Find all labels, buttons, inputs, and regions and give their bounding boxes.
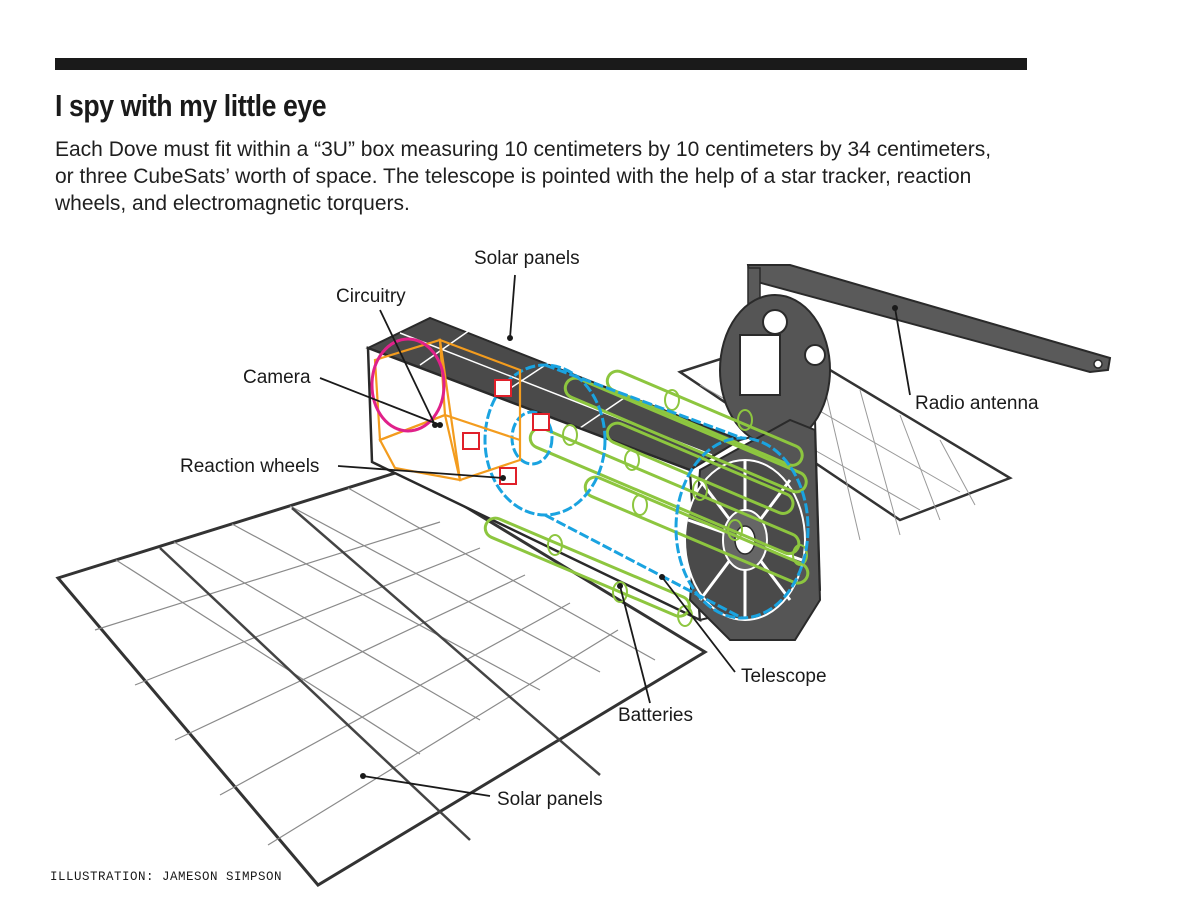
hinge-plate — [719, 294, 831, 446]
label-telescope: Telescope — [741, 666, 827, 687]
telescope — [483, 363, 810, 620]
solar-panel-front — [55, 468, 708, 887]
leader-lines — [319, 274, 911, 797]
label-batteries: Batteries — [618, 705, 693, 726]
label-camera: Camera — [243, 367, 311, 388]
label-solar-panels-top: Solar panels — [474, 248, 580, 269]
illustration-credit: ILLUSTRATION: JAMESON SIMPSON — [50, 870, 283, 884]
top-rule — [55, 58, 1027, 70]
label-radio-antenna: Radio antenna — [915, 393, 1039, 414]
label-solar-panels-bottom: Solar panels — [497, 789, 603, 810]
description: Each Dove must fit within a “3U” box mea… — [55, 138, 992, 215]
label-circuitry: Circuitry — [336, 286, 406, 307]
page-title: I spy with my little eye — [55, 88, 327, 123]
batteries — [483, 369, 810, 627]
camera — [370, 337, 446, 433]
label-reaction-wheels: Reaction wheels — [180, 456, 319, 477]
